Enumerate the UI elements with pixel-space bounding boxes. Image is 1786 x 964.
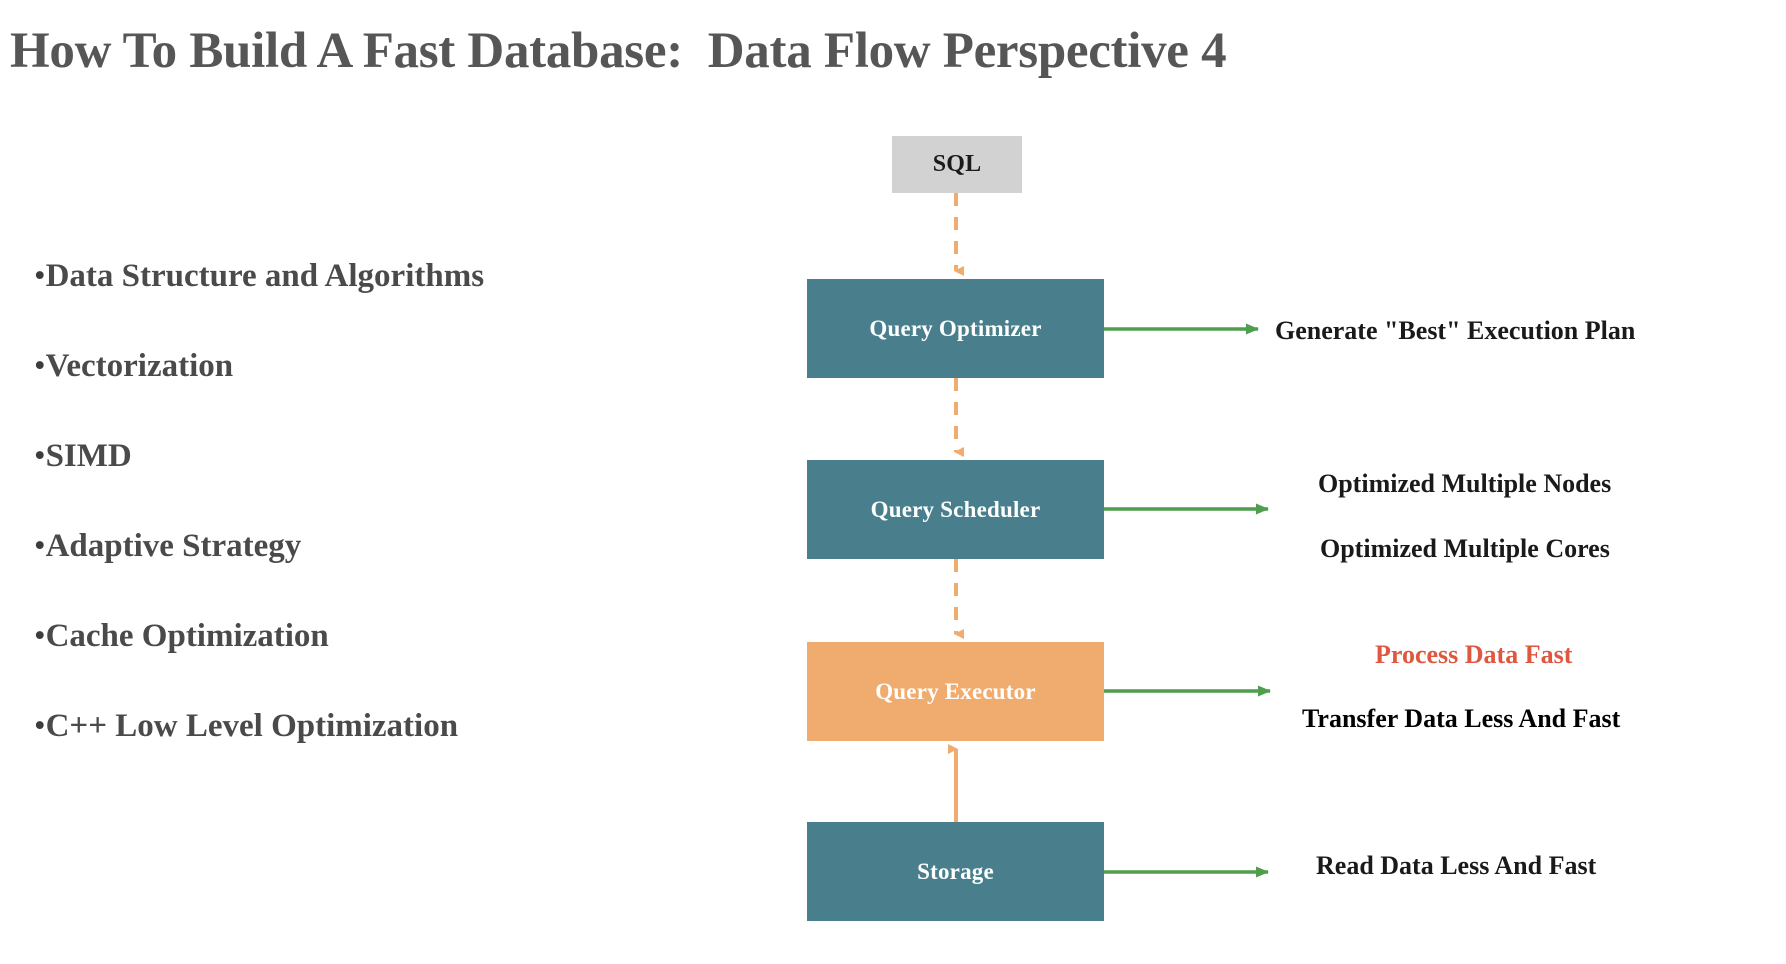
bullet-point-icon: • [34, 348, 46, 384]
diagram-node-query-executor[interactable]: Query Executor [807, 642, 1104, 741]
bullet-point-icon: • [34, 708, 46, 744]
diagram-node-label: Query Executor [875, 678, 1036, 704]
annotation-executor-transfer: Transfer Data Less And Fast [1302, 704, 1621, 733]
annotation-optimizer-output: Generate "Best" Execution Plan [1275, 316, 1636, 345]
bullet-list: • Data Structure and Algorithms • Vector… [34, 258, 634, 798]
list-item-label: Vectorization [45, 348, 234, 384]
annotation-scheduler-cores: Optimized Multiple Cores [1320, 534, 1610, 563]
diagram-node-sql[interactable]: SQL [892, 136, 1022, 193]
list-item: • SIMD [34, 438, 634, 528]
diagram-node-label: SQL [932, 151, 982, 177]
diagram-node-query-scheduler[interactable]: Query Scheduler [807, 460, 1104, 559]
list-item: • Data Structure and Algorithms [34, 258, 634, 348]
diagram-node-label: Storage [917, 858, 994, 884]
annotation-scheduler-nodes: Optimized Multiple Nodes [1318, 469, 1612, 498]
annotation-storage-read: Read Data Less And Fast [1316, 851, 1597, 880]
list-item: • Vectorization [34, 348, 634, 438]
annotation-executor-process: Process Data Fast [1375, 640, 1573, 669]
bullet-point-icon: • [34, 528, 46, 564]
list-item-label: Adaptive Strategy [45, 528, 302, 564]
list-item-label: C++ Low Level Optimization [45, 708, 459, 744]
list-item: • Cache Optimization [34, 618, 634, 708]
page-title: How To Build A Fast Database: Data Flow … [10, 23, 1227, 79]
diagram-node-label: Query Scheduler [870, 496, 1041, 522]
diagram-node-query-optimizer[interactable]: Query Optimizer [807, 279, 1104, 378]
diagram-node-storage[interactable]: Storage [807, 822, 1104, 921]
bullet-point-icon: • [34, 258, 46, 294]
list-item-label: SIMD [45, 438, 132, 474]
list-item: • C++ Low Level Optimization [34, 708, 634, 798]
list-item-label: Data Structure and Algorithms [45, 258, 485, 294]
list-item: • Adaptive Strategy [34, 528, 634, 618]
list-item-label: Cache Optimization [45, 618, 329, 654]
diagram-node-label: Query Optimizer [869, 315, 1042, 341]
bullet-point-icon: • [34, 618, 46, 654]
bullet-point-icon: • [34, 438, 46, 474]
